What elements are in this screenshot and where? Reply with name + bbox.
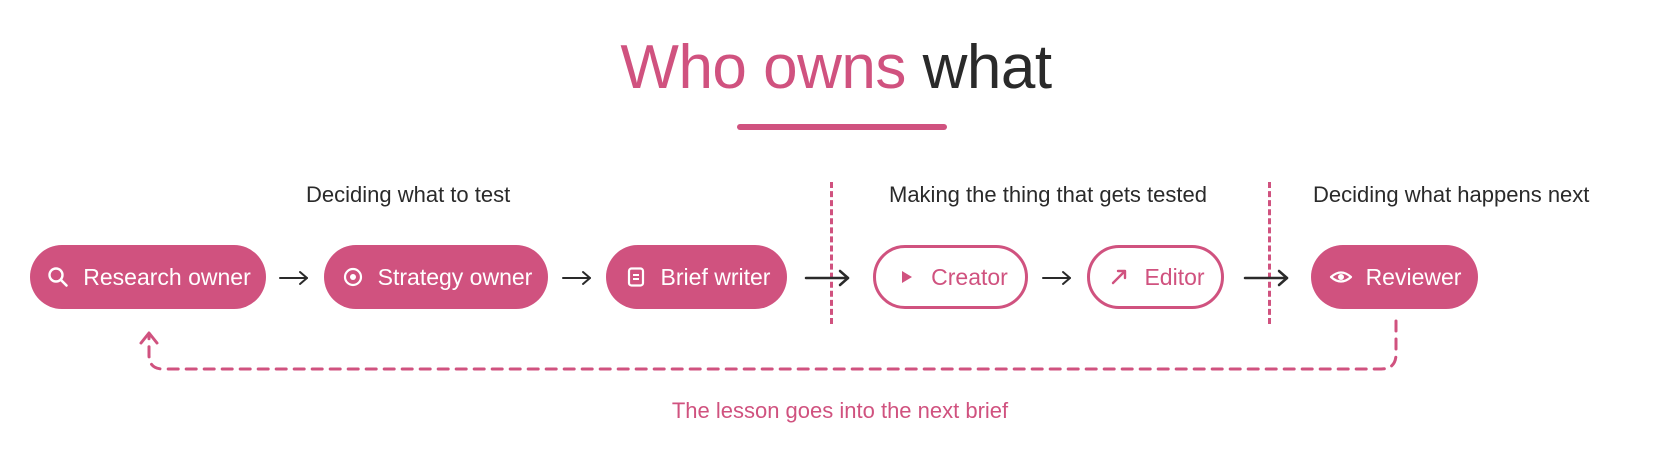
target-icon xyxy=(340,264,366,290)
arrow-creator-to-editor xyxy=(1042,271,1071,285)
title-accent: Who owns xyxy=(620,33,906,102)
arrow-research-to-strategy xyxy=(279,271,308,285)
role-editor: Editor xyxy=(1087,245,1224,309)
section-divider-1 xyxy=(830,182,833,324)
arrow-strategy-to-brief xyxy=(562,271,591,285)
document-icon xyxy=(623,264,649,290)
role-creator: Creator xyxy=(873,245,1028,309)
role-research-owner: Research owner xyxy=(30,245,266,309)
eye-icon xyxy=(1328,264,1354,290)
section-label-what-next: Deciding what happens next xyxy=(1313,182,1590,207)
pen-icon xyxy=(1106,264,1132,290)
role-strategy-owner: Strategy owner xyxy=(324,245,548,309)
role-label: Brief writer xyxy=(660,263,771,290)
title-underline xyxy=(737,124,947,130)
role-label: Research owner xyxy=(83,263,251,290)
role-label: Strategy owner xyxy=(377,263,533,290)
role-label: Reviewer xyxy=(1365,263,1462,290)
section-label-deciding-test: Deciding what to test xyxy=(306,182,511,207)
role-label: Creator xyxy=(931,263,1008,290)
role-brief-writer: Brief writer xyxy=(606,245,787,309)
play-icon xyxy=(893,264,919,290)
title-rest: what xyxy=(922,33,1052,102)
section-divider-2 xyxy=(1268,182,1271,324)
search-icon xyxy=(45,264,71,290)
role-reviewer: Reviewer xyxy=(1311,245,1478,309)
role-label: Editor xyxy=(1144,263,1205,290)
arrow-brief-to-creator xyxy=(804,269,850,287)
section-label-making-thing: Making the thing that gets tested xyxy=(889,182,1207,207)
diagram-title: Who owns what xyxy=(0,28,1672,108)
feedback-label: The lesson goes into the next brief xyxy=(671,398,1009,423)
arrow-editor-to-reviewer xyxy=(1243,269,1289,287)
